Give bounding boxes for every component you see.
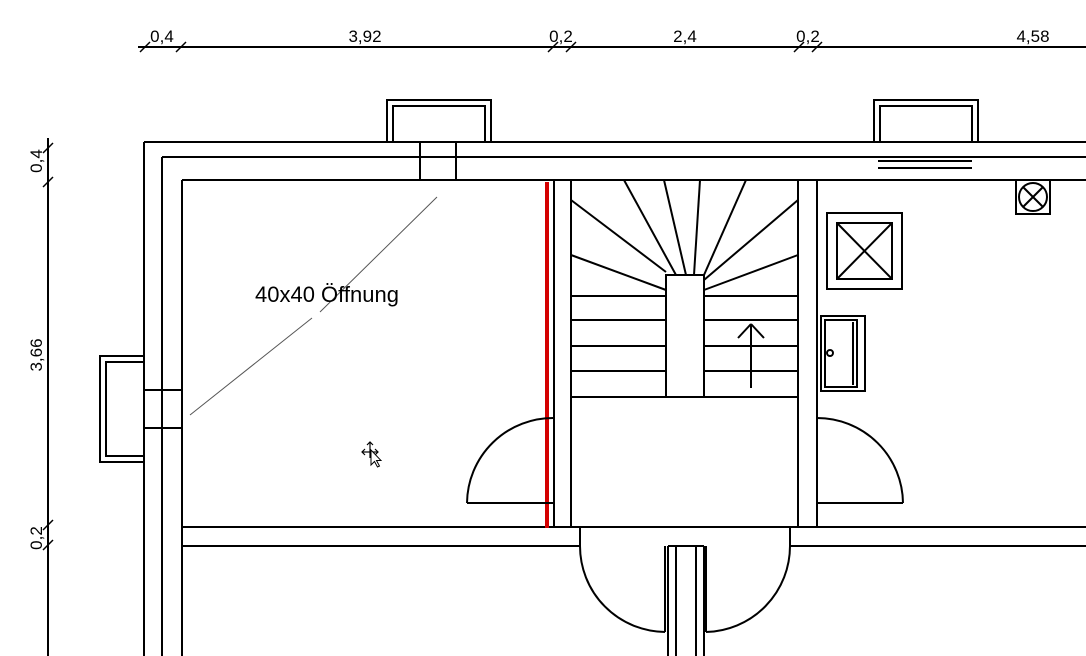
dim-left-3: 0,2 xyxy=(27,526,46,550)
opening-diagonal-upper xyxy=(319,196,438,313)
dim-top-2: 3,92 xyxy=(348,27,381,46)
opening-label[interactable]: 40x40 Öffnung xyxy=(255,282,399,307)
door-cabinet-icon[interactable] xyxy=(820,315,866,392)
dim-left-1: 0,4 xyxy=(27,149,46,173)
left-dimension-chain xyxy=(42,138,54,656)
dim-left-2: 3,66 xyxy=(27,338,46,371)
window-top-left[interactable] xyxy=(386,99,492,180)
opening-diagonal-lower xyxy=(189,317,313,416)
top-dimension-chain xyxy=(138,41,1086,53)
dim-top-5: 0,2 xyxy=(796,27,820,46)
dim-top-6: 4,58 xyxy=(1016,27,1049,46)
dim-top-4: 2,4 xyxy=(673,27,697,46)
dim-top-1: 0,4 xyxy=(150,27,174,46)
window-top-right[interactable] xyxy=(873,99,979,169)
crossed-circle-icon[interactable] xyxy=(1015,179,1051,215)
door-lower-right[interactable] xyxy=(705,527,791,633)
crossed-box-icon[interactable] xyxy=(826,212,903,290)
move-cursor-icon xyxy=(361,441,383,468)
arrow-up-icon xyxy=(737,323,765,388)
door-lower-left[interactable] xyxy=(579,527,666,633)
dim-top-3: 0,2 xyxy=(549,27,573,46)
door-left-swing[interactable] xyxy=(466,416,555,504)
window-left[interactable] xyxy=(99,355,182,463)
door-right-swing[interactable] xyxy=(816,417,904,504)
